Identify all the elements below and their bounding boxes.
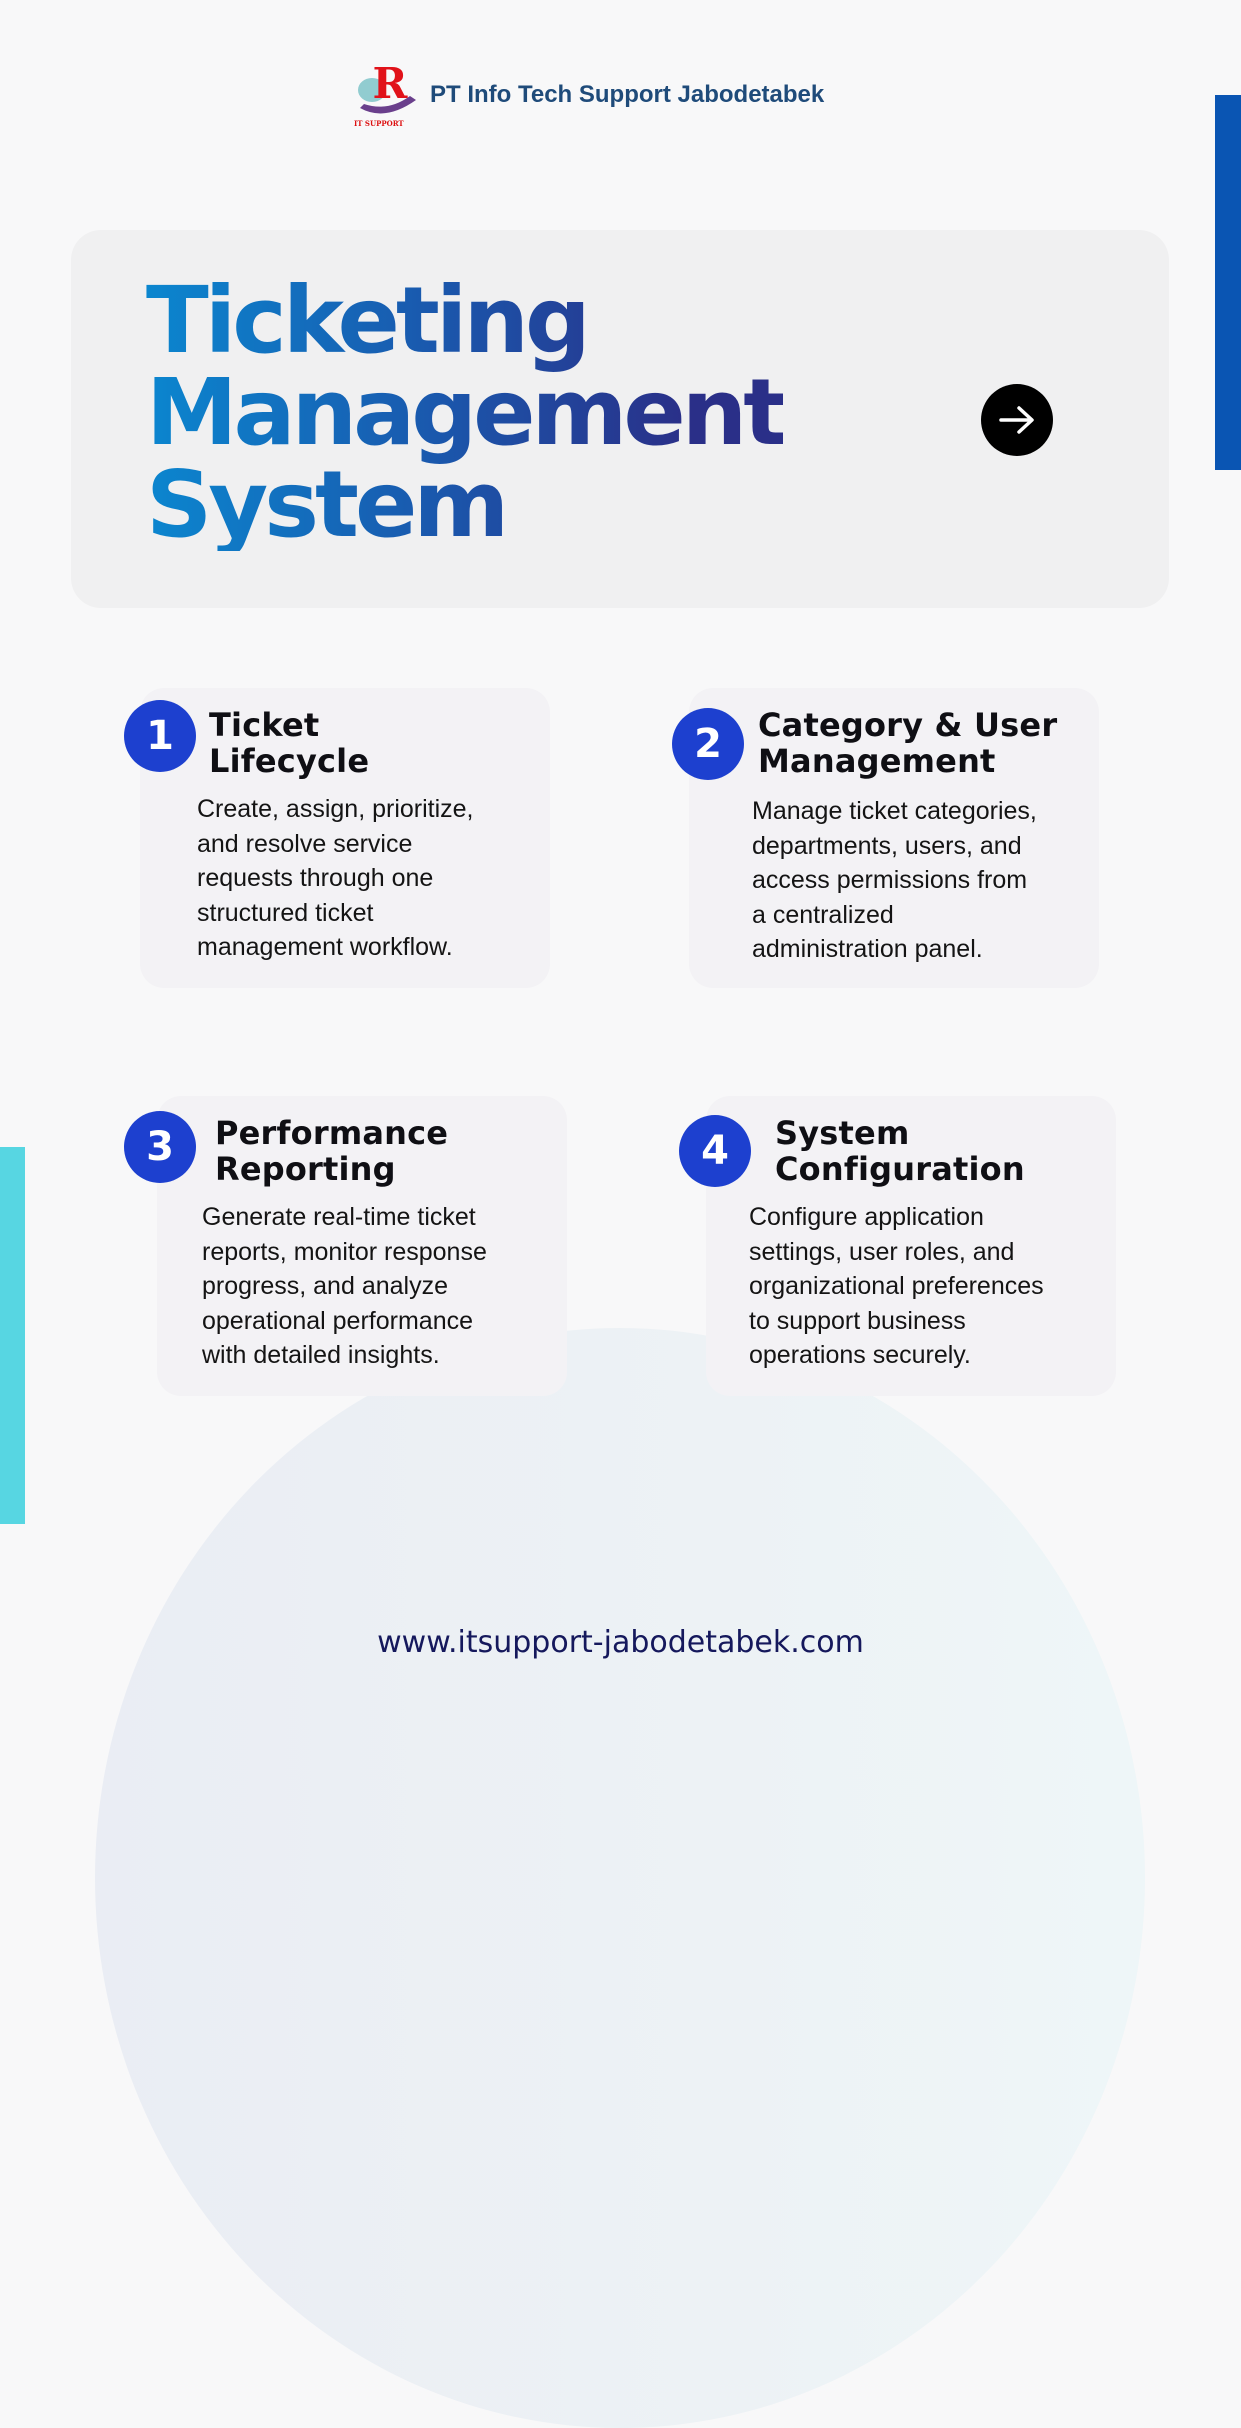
feature-number-badge: 4 bbox=[679, 1115, 751, 1187]
feature-title: Category & User Management bbox=[758, 706, 1058, 780]
svg-text:IT SUPPORT: IT SUPPORT bbox=[354, 119, 404, 128]
background-arc bbox=[95, 1328, 1145, 2428]
feature-description: Manage ticket categories, departments, u… bbox=[752, 797, 1037, 963]
title-line-3: System bbox=[146, 451, 506, 558]
accent-bar-right bbox=[1215, 95, 1241, 470]
feature-description: Configure application settings, user rol… bbox=[749, 1203, 1044, 1369]
company-name: PT Info Tech Support Jabodetabek bbox=[430, 81, 825, 108]
logo-mark-icon: R IT SUPPORT bbox=[354, 59, 416, 128]
company-logo: R IT SUPPORT bbox=[350, 59, 422, 130]
website-link[interactable]: www.itsupport-jabodetabek.com bbox=[377, 1625, 864, 1660]
feature-title: Performance Reporting bbox=[215, 1114, 449, 1188]
feature-title: System Configuration bbox=[775, 1114, 1025, 1188]
accent-bar-left bbox=[0, 1147, 25, 1524]
feature-title: Ticket Lifecycle bbox=[209, 706, 370, 780]
title-line-1: Ticketing bbox=[146, 267, 587, 374]
feature-number-badge: 1 bbox=[124, 700, 196, 772]
feature-number-badge: 2 bbox=[672, 708, 744, 780]
feature-card-system-configuration bbox=[706, 1096, 1116, 1396]
brand-header: R IT SUPPORT PT Info Tech Support Jabode… bbox=[350, 59, 825, 130]
feature-card-ticket-lifecycle bbox=[140, 688, 550, 988]
feature-card-category-user-management bbox=[689, 688, 1099, 988]
arrow-right-icon bbox=[999, 406, 1034, 434]
title-line-2: Management bbox=[146, 359, 784, 466]
feature-description: Create, assign, prioritize, and resolve … bbox=[197, 795, 474, 961]
feature-number-badge: 3 bbox=[124, 1111, 196, 1183]
feature-card-performance-reporting bbox=[157, 1096, 567, 1396]
next-arrow-button[interactable] bbox=[981, 384, 1053, 456]
hero-banner: Ticketing Management System bbox=[71, 230, 1169, 608]
feature-description: Generate real-time ticket reports, monit… bbox=[202, 1203, 487, 1369]
svg-text:R: R bbox=[373, 60, 409, 108]
page-title: Ticketing Management System bbox=[146, 275, 783, 551]
